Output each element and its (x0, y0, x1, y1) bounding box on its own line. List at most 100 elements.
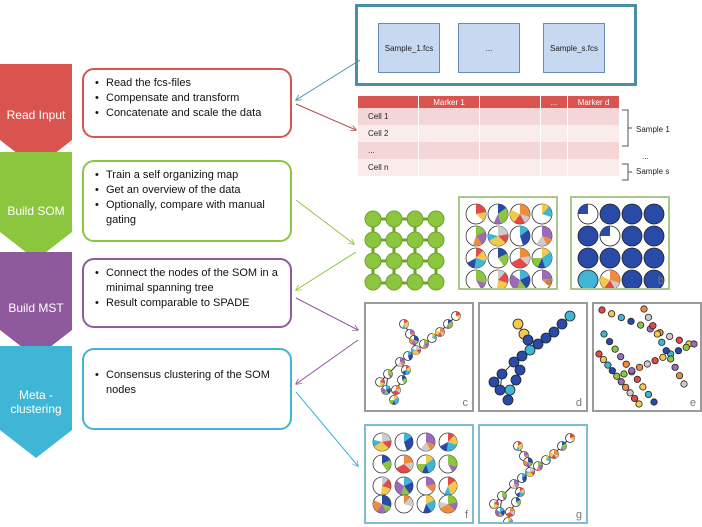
bullet: Read the fcs-files (95, 76, 290, 91)
node-pie (372, 454, 392, 474)
node-pie (509, 247, 531, 269)
node-circle (488, 376, 500, 388)
node-circle (532, 338, 544, 350)
chevron-read-input (0, 64, 72, 168)
node-circle (644, 313, 653, 321)
node-pie (381, 385, 391, 395)
node-pie (409, 335, 419, 345)
panel-c: c (364, 302, 474, 412)
som-node (427, 210, 445, 228)
node-pie (394, 432, 414, 452)
node-circle (626, 389, 634, 397)
node-circle (667, 355, 675, 363)
node-circle (653, 330, 661, 338)
node-pie (372, 494, 392, 514)
node-pie (438, 476, 458, 496)
node-circle (621, 225, 643, 247)
node-circle (522, 334, 534, 346)
panel-label-e: e (689, 397, 696, 409)
som-node (427, 252, 445, 270)
header-cell: ... (540, 96, 568, 108)
chevron-build-mst (0, 252, 72, 358)
node-circle (577, 269, 599, 291)
node-pie (451, 311, 461, 321)
node-pie (391, 385, 401, 395)
panel-g: g (478, 424, 588, 527)
node-pie (509, 225, 531, 247)
build-mst-box: Connect the nodes of the SOM in a minima… (82, 258, 292, 328)
node-circle (512, 318, 524, 330)
data-matrix: Marker 1 ... Marker d Cell 1 Cell 2 ... … (358, 96, 620, 176)
panel-label-g: g (575, 509, 582, 521)
node-circle (682, 343, 690, 351)
node-pie (465, 247, 487, 269)
node-pie (489, 499, 499, 509)
node-circle (627, 317, 635, 325)
node-circle (617, 313, 625, 322)
som-node (385, 273, 403, 291)
node-pie (419, 339, 429, 349)
som-node (364, 231, 382, 249)
bullet: Train a self organizing map (95, 168, 290, 183)
row-label: ... (358, 142, 419, 159)
node-pie (416, 432, 436, 452)
row-label: Cell 1 (358, 108, 419, 125)
header-cell (479, 96, 541, 108)
node-circle (516, 350, 528, 362)
read-input-box: Read the fcs-files Compensate and transf… (82, 68, 292, 138)
node-circle (599, 247, 621, 269)
node-circle (666, 332, 674, 341)
node-circle (564, 310, 576, 322)
node-circle (650, 398, 658, 406)
node-circle (630, 394, 639, 403)
bullet: Get an overview of the data (95, 183, 290, 198)
som-node (385, 252, 403, 270)
node-circle (651, 357, 659, 365)
panel-label-b: b (657, 275, 664, 287)
node-circle (675, 336, 683, 344)
fcs-files-panel: Sample_1.fcs ... Sample_s.fcs (355, 4, 637, 86)
panel-f: f (364, 424, 474, 524)
node-pie (487, 225, 509, 247)
file-sample-s: Sample_s.fcs (543, 23, 605, 73)
node-pie (509, 203, 531, 225)
panel-b: b (570, 196, 670, 291)
node-circle (659, 353, 667, 361)
som-node (364, 252, 382, 270)
node-pie (511, 497, 521, 507)
bullet: Result comparable to SPADE (95, 296, 290, 311)
bullet: Concatenate and scale the data (95, 106, 290, 121)
node-pie (509, 479, 519, 489)
node-circle (598, 306, 606, 314)
row-label: Cell 2 (358, 125, 419, 142)
node-circle (617, 378, 625, 386)
node-pie (416, 494, 436, 514)
header-cell: Marker d (567, 96, 620, 108)
node-pie (541, 455, 551, 465)
node-circle (608, 367, 616, 375)
bullet: Connect the nodes of the SOM in a minima… (95, 266, 290, 296)
node-circle (621, 269, 643, 291)
node-pie (533, 461, 543, 471)
node-circle (628, 367, 636, 375)
step-label-read-input: Read Input (6, 108, 66, 122)
node-pie (438, 432, 458, 452)
som-node (385, 231, 403, 249)
step-label-build-som: Build SOM (7, 204, 65, 218)
sample-brackets (622, 109, 632, 181)
node-circle (643, 225, 665, 247)
node-pie (531, 225, 553, 247)
node-circle (548, 326, 560, 338)
node-circle (621, 247, 643, 269)
panel-label-a: a (545, 275, 552, 287)
chevron-build-som (0, 152, 72, 260)
node-pie (531, 247, 553, 269)
file-ellipsis: ... (458, 23, 520, 73)
node-pie (389, 395, 399, 405)
node-pie (399, 319, 409, 329)
node-pie (557, 441, 567, 451)
node-pie (523, 457, 533, 467)
node-circle (671, 363, 679, 371)
node-pie (435, 327, 445, 337)
node-pie (513, 441, 523, 451)
